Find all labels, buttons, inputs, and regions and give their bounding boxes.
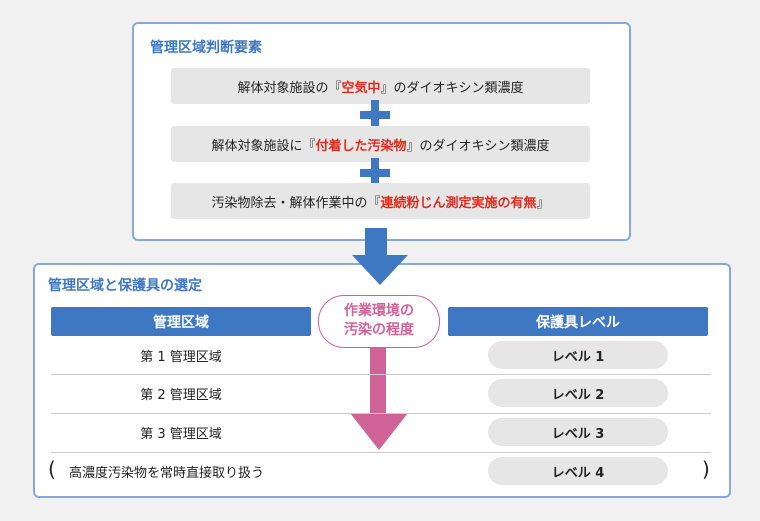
paren-close: )	[702, 457, 710, 481]
factor-dust: 汚染物除去・解体作業中の『連続粉じん測定実施の有無』	[171, 183, 590, 219]
zone-label: 高濃度汚染物を常時直接取り扱う	[69, 465, 265, 481]
down-arrow-icon	[352, 228, 408, 285]
level-pill: レベル 3	[488, 418, 668, 446]
plus-icon	[360, 158, 390, 188]
factor-highlight: 空気中	[341, 80, 381, 96]
factor-text: 』のダイオキシン類濃度	[406, 138, 550, 154]
table-row: 高濃度汚染物を常時直接取り扱う レベル 4	[51, 452, 711, 490]
divider	[51, 374, 711, 375]
level-pill: レベル 2	[488, 379, 668, 407]
divider	[51, 413, 711, 414]
zone-label: 第 1 管理区域	[140, 349, 222, 365]
factor-highlight: 連続粉じん測定実施の有無	[380, 195, 537, 211]
paren-open: (	[48, 457, 56, 481]
level-pill: レベル 4	[488, 457, 668, 485]
factor-text: 解体対象施設の『	[237, 80, 342, 96]
factor-deposit: 解体対象施設に『付着した汚染物』のダイオキシン類濃度	[171, 126, 590, 162]
plus-icon	[360, 100, 390, 130]
divider	[51, 452, 711, 453]
zone-header: 管理区域	[51, 307, 311, 336]
factor-air: 解体対象施設の『空気中』のダイオキシン類濃度	[171, 68, 590, 104]
factor-text: 』	[536, 195, 550, 211]
selection-title: 管理区域と保護具の選定	[48, 278, 202, 294]
table-row: 第 2 管理区域 レベル 2	[51, 374, 711, 412]
level-pill: レベル 1	[488, 341, 668, 369]
zone-label: 第 2 管理区域	[140, 387, 222, 403]
zone-label: 第 3 管理区域	[140, 426, 222, 442]
pink-down-arrow-icon	[350, 340, 408, 450]
contamination-oval: 作業環境の 汚染の程度	[318, 295, 440, 348]
table-row: 第 3 管理区域 レベル 3	[51, 413, 711, 451]
factor-text: 解体対象施設に『	[211, 138, 316, 154]
factor-highlight: 付着した汚染物	[315, 138, 407, 154]
table-row: 第 1 管理区域 レベル 1	[51, 336, 711, 374]
oval-line: 汚染の程度	[344, 322, 414, 338]
factor-text: 』のダイオキシン類濃度	[380, 80, 524, 96]
factors-title: 管理区域判断要素	[150, 40, 262, 56]
oval-line: 作業環境の	[344, 303, 414, 319]
factor-text: 汚染物除去・解体作業中の『	[211, 195, 381, 211]
level-header: 保護具レベル	[448, 307, 708, 336]
